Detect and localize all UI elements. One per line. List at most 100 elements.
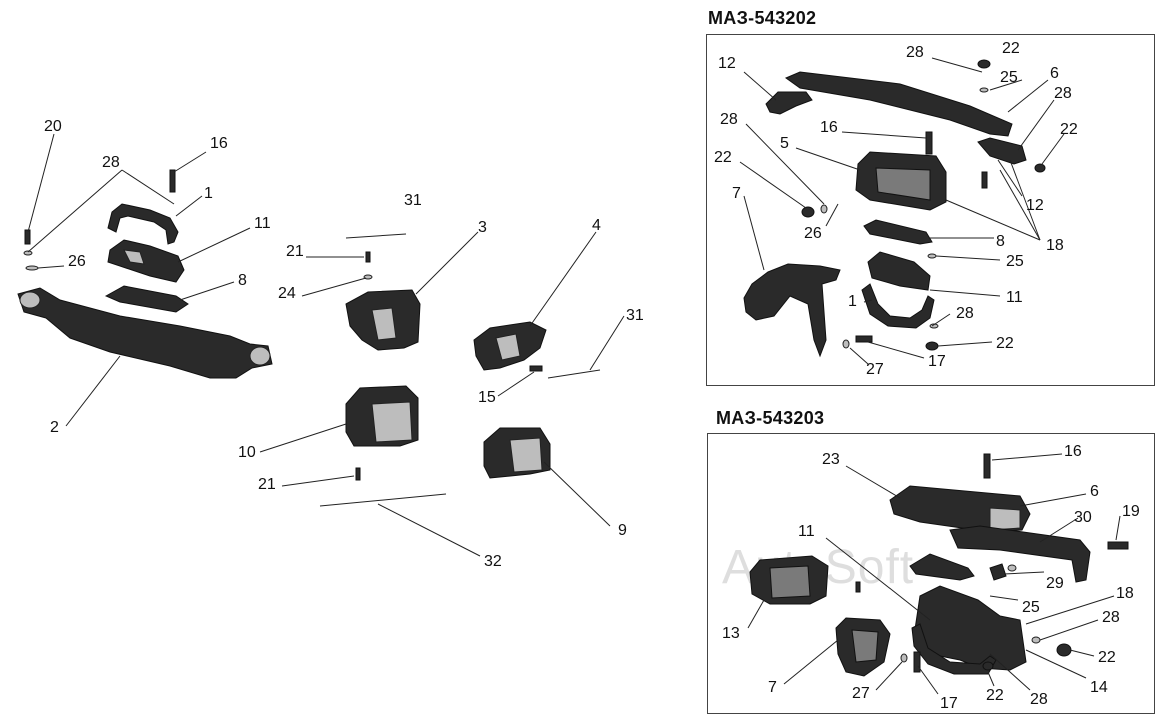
part-22-nut-d xyxy=(925,341,939,351)
part-29-nut xyxy=(989,563,1007,581)
part-16-bolt-br xyxy=(983,453,991,479)
part-31-rod-lower xyxy=(547,369,601,379)
callout-11: 11 xyxy=(254,215,271,232)
part-3-face xyxy=(371,307,397,341)
callout-br-28-a: 28 xyxy=(1102,609,1120,626)
part-26-washer-tr xyxy=(820,204,828,214)
callout-tr-28-b: 28 xyxy=(1054,85,1072,102)
part-22-nut-b xyxy=(977,59,991,69)
panel-title-543202: МАЗ-543202 xyxy=(708,8,817,28)
part-1-clamp-tr xyxy=(861,283,935,329)
callout-tr-22-a: 22 xyxy=(1002,40,1020,57)
callout-br-28-b: 28 xyxy=(1030,691,1048,708)
callout-2: 2 xyxy=(50,419,59,436)
callout-tr-28-a: 28 xyxy=(906,44,924,61)
part-7-face-br xyxy=(851,629,879,663)
part-9-face xyxy=(509,437,543,473)
callout-20: 20 xyxy=(44,118,62,135)
part-11-bracket-tr xyxy=(867,251,931,291)
callout-tr-11: 11 xyxy=(1006,289,1023,306)
callout-15: 15 xyxy=(478,389,496,406)
callout-br-19: 19 xyxy=(1122,503,1140,520)
callout-tr-25-b: 25 xyxy=(1006,253,1024,270)
callout-br-29: 29 xyxy=(1046,575,1064,592)
callout-tr-28-d: 28 xyxy=(956,305,974,322)
callout-3: 3 xyxy=(478,219,487,236)
callout-tr-28-c: 28 xyxy=(720,111,738,128)
callout-31-lower: 31 xyxy=(626,307,644,324)
bottom-right-assembly xyxy=(749,453,1129,677)
part-11-bracket-br xyxy=(909,553,975,581)
part-15-bolt xyxy=(529,365,543,372)
panel-frame-543203 xyxy=(707,433,1155,714)
callout-tr-12-a: 12 xyxy=(718,55,736,72)
callout-tr-22-c: 22 xyxy=(714,149,732,166)
callout-br-13: 13 xyxy=(722,625,740,642)
panel-title-543203: МАЗ-543203 xyxy=(716,408,825,428)
left-leaders xyxy=(27,133,625,557)
part-10-face xyxy=(371,401,413,443)
part-13-face xyxy=(769,565,811,599)
callout-21-lower: 21 xyxy=(258,476,276,493)
part-11-slot xyxy=(123,249,145,265)
callout-8: 8 xyxy=(238,272,247,289)
top-right-callouts: 28 22 12 25 6 28 28 16 22 5 22 12 7 26 1… xyxy=(714,40,1078,378)
part-6-frame-beam xyxy=(784,71,1013,137)
callout-tr-1: 1 xyxy=(848,293,857,310)
callout-tr-17: 17 xyxy=(928,353,946,370)
callout-br-30: 30 xyxy=(1074,509,1092,526)
callout-tr-18: 18 xyxy=(1046,237,1064,254)
part-22-nut-c xyxy=(1034,163,1046,173)
part-30-channel xyxy=(949,525,1091,583)
callout-9: 9 xyxy=(618,522,627,539)
callout-24: 24 xyxy=(278,285,296,302)
callout-1: 1 xyxy=(204,185,213,202)
part-32-rod xyxy=(319,493,447,507)
callout-br-17: 17 xyxy=(940,695,958,712)
part-28-washer-br-a xyxy=(1031,636,1041,644)
left-assembly xyxy=(17,169,601,507)
callout-br-23: 23 xyxy=(822,451,840,468)
part-28-washer-br-b xyxy=(1007,564,1017,572)
part-4-face xyxy=(495,333,521,361)
part-7-bracket xyxy=(743,263,841,358)
part-28-washer xyxy=(23,250,33,256)
part-8-pad xyxy=(104,285,189,313)
left-callouts: 20 28 16 1 11 26 8 2 31 21 24 3 4 31 15 … xyxy=(44,118,644,570)
callout-tr-22-d: 22 xyxy=(996,335,1014,352)
part-11-bracket xyxy=(107,239,185,283)
part-25-washer-a xyxy=(979,87,989,93)
callout-tr-5: 5 xyxy=(780,135,789,152)
part-28-washer-tr xyxy=(929,323,939,329)
callout-br-16: 16 xyxy=(1064,443,1082,460)
part-26-washer xyxy=(25,265,39,271)
top-right-leaders xyxy=(739,57,1065,365)
part-8-pad-tr xyxy=(863,219,933,245)
callout-tr-16: 16 xyxy=(820,119,838,136)
part-17-bolt xyxy=(855,335,873,343)
callout-tr-7: 7 xyxy=(732,185,741,202)
callout-tr-6: 6 xyxy=(1050,65,1059,82)
callout-br-22-a: 22 xyxy=(1098,649,1116,666)
bottom-right-leaders xyxy=(747,453,1121,695)
callout-31-upper: 31 xyxy=(404,192,422,209)
callout-br-25: 25 xyxy=(1022,599,1040,616)
part-22-nut-br-b xyxy=(982,661,994,671)
part-21-bolt-upper xyxy=(365,251,371,263)
callout-16: 16 xyxy=(210,135,228,152)
part-22-nut-a xyxy=(801,206,815,218)
callout-br-11: 11 xyxy=(798,523,815,540)
part-6-face-br xyxy=(989,507,1021,531)
callout-tr-27: 27 xyxy=(866,361,884,378)
part-2-eye-left xyxy=(19,291,41,309)
callout-4: 4 xyxy=(592,217,601,234)
part-16-bolt-tr xyxy=(925,131,933,155)
part-21-bolt-lower xyxy=(355,467,361,481)
part-11-pin-br xyxy=(855,581,861,593)
part-27-washer-br xyxy=(900,653,908,663)
callout-tr-8: 8 xyxy=(996,233,1005,250)
callout-tr-26: 26 xyxy=(804,225,822,242)
callout-tr-25-a: 25 xyxy=(1000,69,1018,86)
part-25-washer-b xyxy=(927,253,937,259)
